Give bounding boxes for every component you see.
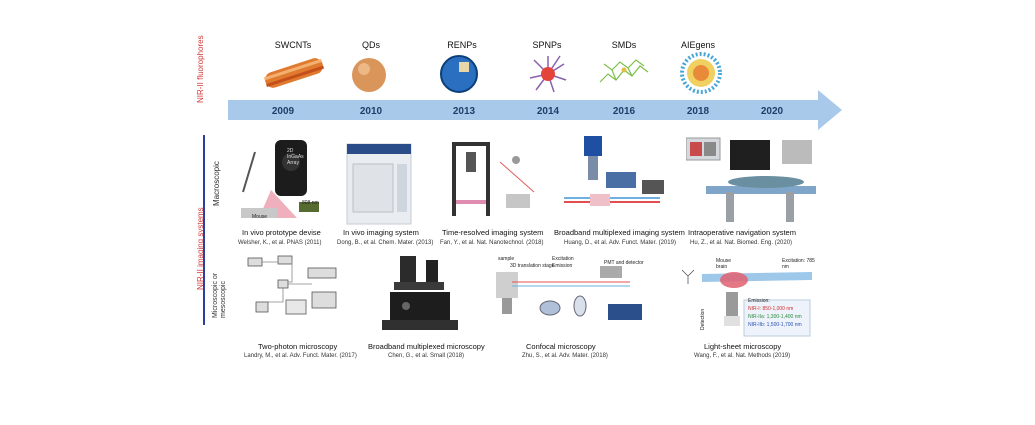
mouse-brain-label: Mouse brain <box>716 258 732 270</box>
left-divider-line <box>203 135 205 325</box>
ref-imaging-system: Dong, B., et al. Chem. Mater. (2013) <box>337 240 434 246</box>
prototype-device-figure <box>241 140 319 218</box>
aiegen-illustration <box>680 52 722 94</box>
two-photon-figure <box>247 255 337 315</box>
caption-navigation: Intraoperative navigation system <box>688 228 796 237</box>
fluorophore-renps: RENPs <box>447 40 477 50</box>
caption-prototype: In vivo prototype devise <box>242 228 321 237</box>
timeline-arrow <box>228 90 842 130</box>
caption-confocal: Confocal microscopy <box>526 342 596 351</box>
caption-time-resolved: Time-resolved imaging system <box>442 228 544 237</box>
year-2018: 2018 <box>686 106 710 117</box>
caption-imaging-system: In vivo imaging system <box>343 228 419 237</box>
excitation-785-label: Excitation: 785 nm <box>782 258 815 270</box>
year-2014: 2014 <box>536 106 560 117</box>
light-sheet-figure <box>681 269 812 337</box>
microscopic-label: Microscopic or mesoscopic <box>212 272 227 318</box>
emission-title-label: Emission: <box>748 298 770 304</box>
fluorophores-label: NIR-II fluorophores <box>196 35 205 103</box>
ref-broadband-microscopy: Chen, G., et al. Small (2018) <box>388 353 465 359</box>
stage-label: 3D translation stage <box>510 263 555 269</box>
fluorophore-spnps: SPNPs <box>532 40 562 50</box>
navigation-system-figure <box>686 137 816 222</box>
ref-broadband-system: Huang, D., et al. Adv. Funct. Mater. (20… <box>564 240 676 246</box>
808nm-label: 808 nm <box>302 200 319 206</box>
fluorophore-swcnts: SWCNTs <box>274 40 312 50</box>
pmt-label: PMT and detector <box>604 260 644 266</box>
caption-broadband-system: Broadband multiplexed imaging system <box>554 228 685 237</box>
year-2016: 2016 <box>612 106 636 117</box>
fluorophore-aiegens: AIEgens <box>680 40 716 50</box>
nir1-label: NIR-I: 850-1,000 nm <box>748 306 794 312</box>
caption-broadband-microscopy: Broadband multiplexed microscopy <box>368 342 485 351</box>
excitation-legend: Excitation <box>552 256 574 262</box>
spnp-illustration <box>529 55 567 93</box>
ref-prototype: Welsher, K., et al. PNAS (2011) <box>238 240 322 246</box>
ref-two-photon: Landry, M., et al. Adv. Funct. Mater. (2… <box>244 353 357 359</box>
swcnt-illustration <box>263 58 325 88</box>
year-2013: 2013 <box>452 106 476 117</box>
year-2010: 2010 <box>359 106 383 117</box>
ref-navigation: Hu, Z., et al. Nat. Biomed. Eng. (2020) <box>690 240 793 246</box>
nir3-label: NIR-IIb: 1,500-1,700 nm <box>748 322 802 328</box>
qd-illustration <box>352 58 386 92</box>
sample-label: sample <box>498 256 515 262</box>
broadband-system-figure <box>564 136 664 206</box>
fluorophore-smds: SMDs <box>611 40 637 50</box>
fluorophore-qds: QDs <box>362 40 380 50</box>
imaging-system-figure <box>346 143 412 225</box>
emission-legend: Emission <box>552 263 573 269</box>
detection-label: Detection <box>700 308 706 330</box>
macroscopic-label: Macroscopic <box>212 161 221 206</box>
ref-confocal: Zhu, S., et al. Adv. Mater. (2018) <box>522 353 608 359</box>
caption-light-sheet: Light-sheet microscopy <box>704 342 782 351</box>
time-resolved-system-figure <box>452 142 535 216</box>
ingaas-array-label: 2D InGaAs Array <box>287 148 304 166</box>
renp-illustration <box>440 55 478 93</box>
confocal-figure <box>496 266 642 320</box>
ref-time-resolved: Fan, Y., et al. Nat. Nanotechnol. (2018) <box>440 240 544 246</box>
mouse-label: Mouse <box>252 214 268 220</box>
caption-two-photon: Two-photon microscopy <box>258 342 338 351</box>
year-2020: 2020 <box>760 106 784 117</box>
broadband-microscope-figure <box>382 256 458 330</box>
nir2-label: NIR-IIa: 1,300-1,400 nm <box>748 314 802 320</box>
smd-illustration <box>599 59 649 83</box>
ref-light-sheet: Wang, F., et al. Nat. Methods (2019) <box>694 353 791 359</box>
year-2009: 2009 <box>271 106 295 117</box>
